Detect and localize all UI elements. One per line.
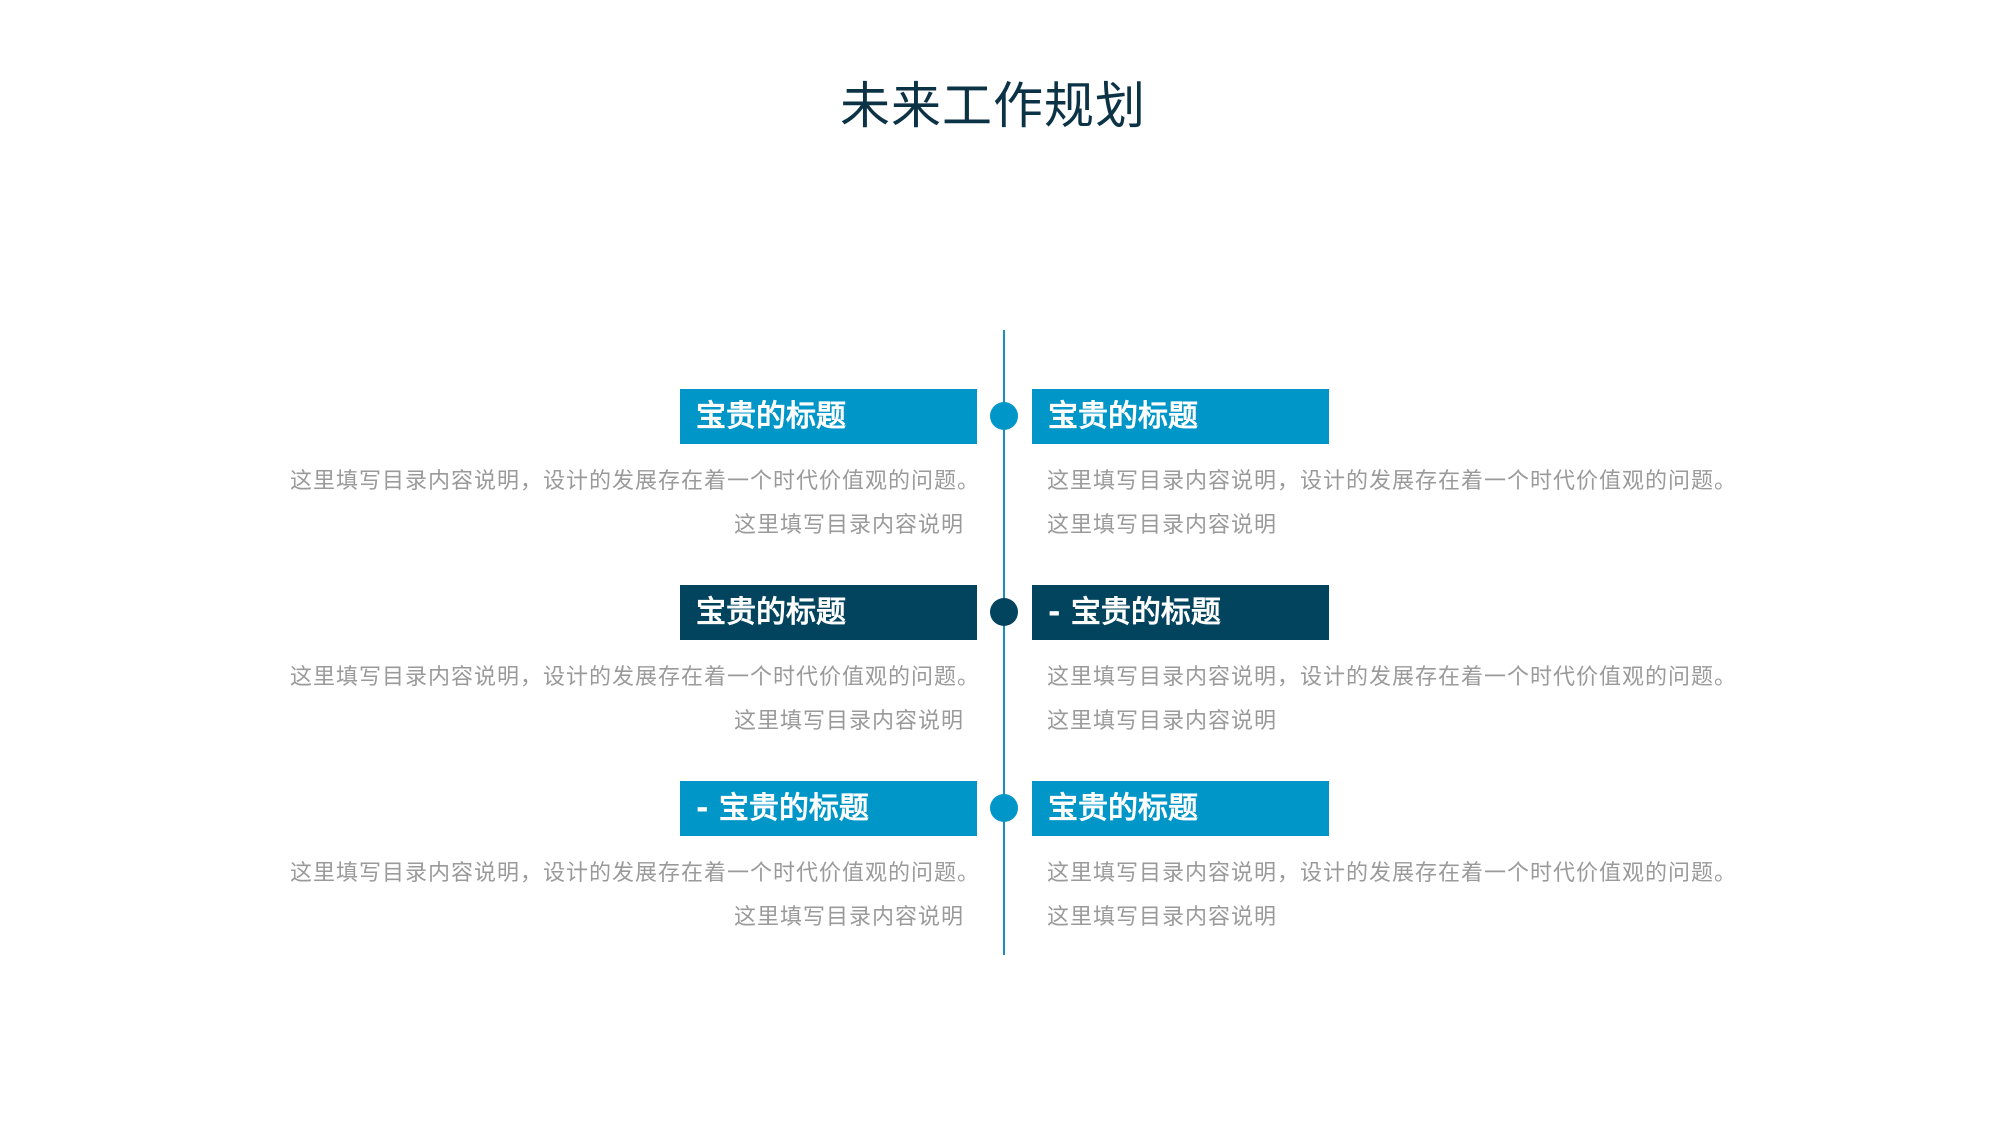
description-line: 这里填写目录内容说明，设计的发展存在着一个时代价值观的问题。 bbox=[1047, 469, 1738, 494]
description-line: 这里填写目录内容说明，设计的发展存在着一个时代价值观的问题。 bbox=[1047, 665, 1738, 690]
description-5: 这里填写目录内容说明，设计的发展存在着一个时代价值观的问题。 这里填写目录内容说… bbox=[290, 852, 980, 940]
timeline-dot-2 bbox=[990, 598, 1018, 626]
description-6: 这里填写目录内容说明，设计的发展存在着一个时代价值观的问题。 这里填写目录内容说… bbox=[1047, 852, 1737, 940]
description-2: 这里填写目录内容说明，设计的发展存在着一个时代价值观的问题。 这里填写目录内容说… bbox=[1047, 460, 1737, 548]
timeline-line bbox=[1003, 330, 1005, 955]
description-1: 这里填写目录内容说明，设计的发展存在着一个时代价值观的问题。 这里填写目录内容说… bbox=[290, 460, 980, 548]
description-3: 这里填写目录内容说明，设计的发展存在着一个时代价值观的问题。 这里填写目录内容说… bbox=[290, 656, 980, 744]
page-title: 未来工作规划 bbox=[840, 77, 1146, 135]
description-line: 这里填写目录内容说明 bbox=[733, 513, 964, 538]
description-line: 这里填写目录内容说明，设计的发展存在着一个时代价值观的问题。 bbox=[289, 665, 980, 690]
title-box-5: - 宝贵的标题 bbox=[680, 781, 977, 836]
timeline-dot-1 bbox=[990, 402, 1018, 430]
description-line: 这里填写目录内容说明，设计的发展存在着一个时代价值观的问题。 bbox=[289, 469, 980, 494]
title-box-2: 宝贵的标题 bbox=[1032, 389, 1329, 444]
description-4: 这里填写目录内容说明，设计的发展存在着一个时代价值观的问题。 这里填写目录内容说… bbox=[1047, 656, 1737, 744]
title-box-1: 宝贵的标题 bbox=[680, 389, 977, 444]
title-box-6: 宝贵的标题 bbox=[1032, 781, 1329, 836]
description-line: 这里填写目录内容说明，设计的发展存在着一个时代价值观的问题。 bbox=[289, 861, 980, 886]
description-line: 这里填写目录内容说明，设计的发展存在着一个时代价值观的问题。 bbox=[1047, 861, 1738, 886]
title-box-4: - 宝贵的标题 bbox=[1032, 585, 1329, 640]
title-box-3: 宝贵的标题 bbox=[680, 585, 977, 640]
description-line: 这里填写目录内容说明 bbox=[733, 905, 964, 930]
description-line: 这里填写目录内容说明 bbox=[1047, 905, 1278, 930]
timeline-dot-3 bbox=[990, 794, 1018, 822]
description-line: 这里填写目录内容说明 bbox=[733, 709, 964, 734]
description-line: 这里填写目录内容说明 bbox=[1047, 709, 1278, 734]
description-line: 这里填写目录内容说明 bbox=[1047, 513, 1278, 538]
